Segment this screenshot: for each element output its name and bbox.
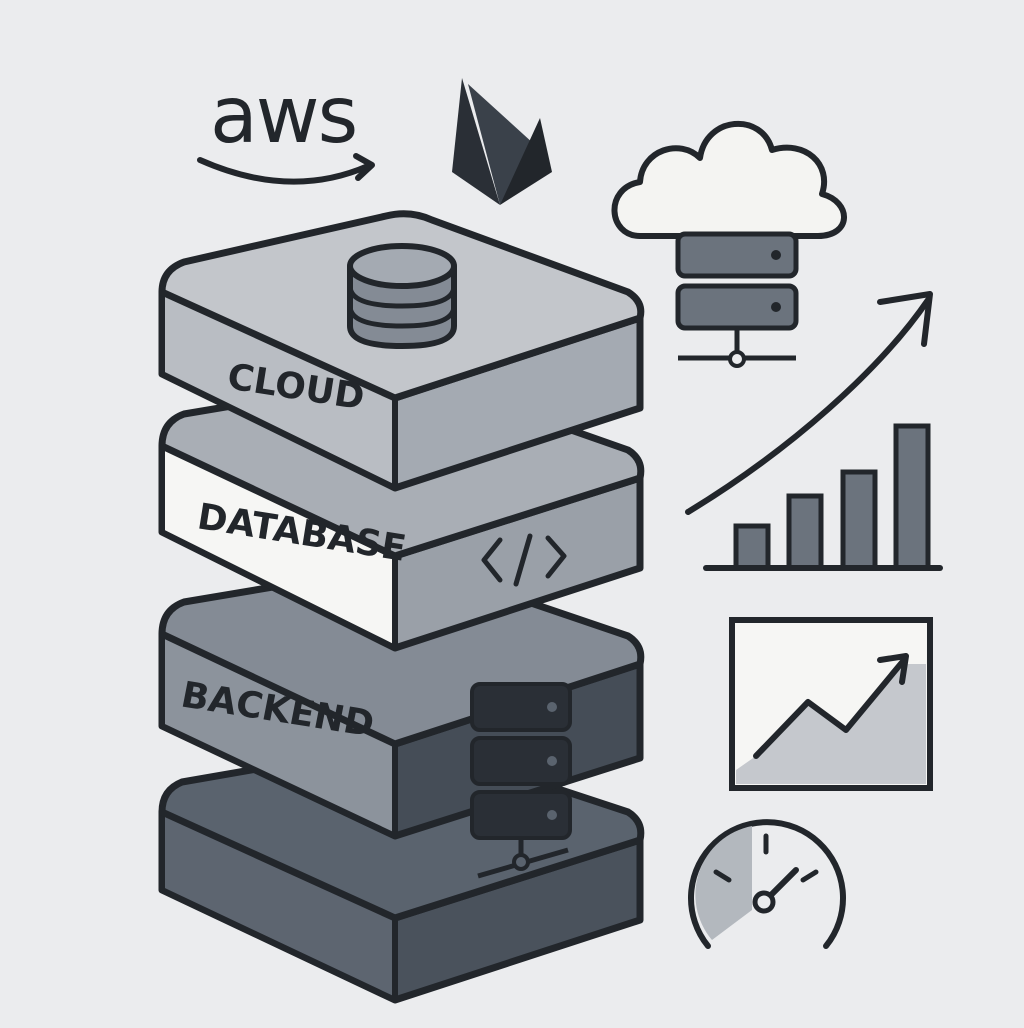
- server-rack-icon: [470, 682, 572, 879]
- bar-chart-icon: [703, 423, 943, 571]
- network-node-icon: [728, 350, 746, 368]
- line-chart-icon: [729, 617, 933, 791]
- cloud-icon: [611, 121, 847, 239]
- server-unit-icon: [675, 231, 799, 279]
- firebase-icon: [452, 78, 552, 205]
- cloud-server-icon: [611, 121, 847, 368]
- database-cylinder-icon: [347, 243, 457, 350]
- trend-arrow-icon: [685, 291, 933, 515]
- aws-logo-text: aws: [210, 71, 356, 161]
- bar-1: [733, 523, 771, 571]
- bar-4: [893, 423, 931, 571]
- aws-smile-arrow-icon: [353, 153, 375, 181]
- bar-2: [786, 493, 824, 571]
- code-brackets-icon: [481, 537, 503, 583]
- aws-smile-icon: [197, 157, 371, 185]
- aws-logo: aws: [197, 71, 375, 185]
- speedometer-icon: [688, 819, 846, 949]
- bar-3: [840, 469, 878, 571]
